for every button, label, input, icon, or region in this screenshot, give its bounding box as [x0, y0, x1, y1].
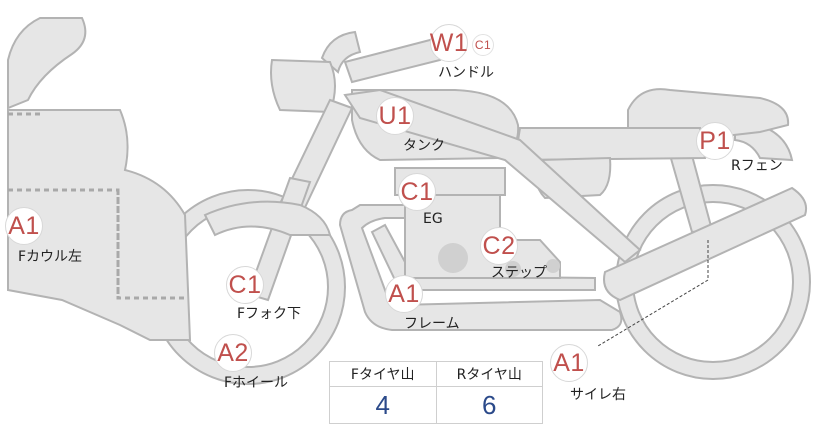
marker-a1-frame-badge[interactable]: A1: [385, 275, 423, 313]
lower-frame: [338, 204, 623, 331]
rear-tread-header: Rタイヤ山: [435, 361, 543, 387]
marker-a1-cowl-badge[interactable]: A1: [5, 207, 43, 245]
marker-a1-frame-label: フレーム: [404, 316, 460, 332]
marker-a2-label: Fホイール: [224, 375, 289, 391]
handlebar: [320, 30, 362, 74]
step-mount-2: [546, 259, 560, 273]
marker-u1-badge[interactable]: U1: [376, 97, 414, 135]
marker-a2-badge[interactable]: A2: [214, 334, 252, 372]
marker-a1-muffler-label: サイレ右: [570, 387, 626, 403]
muffler: [603, 186, 808, 302]
front-tread-value: 4: [329, 386, 437, 424]
marker-c1-fork-badge[interactable]: C1: [226, 266, 264, 304]
marker-w1-label: ハンドル: [438, 65, 494, 81]
step-mount: [505, 261, 521, 277]
marker-c1-fork-label: Fフォク下: [237, 306, 302, 322]
front-cowl-body: [7, 109, 192, 341]
front-tread-header: Fタイヤ山: [329, 361, 437, 387]
muffler-leader-line: [597, 240, 709, 347]
marker-w1-sub-badge[interactable]: C1: [472, 34, 494, 56]
marker-c1-eg-label: EG: [423, 211, 443, 227]
marker-w1-badge[interactable]: W1: [430, 24, 468, 62]
marker-a1-cowl-label: Fカウル左: [18, 249, 83, 265]
marker-c2-badge[interactable]: C2: [480, 227, 518, 265]
engine-case: [438, 243, 468, 273]
marker-p1-badge[interactable]: P1: [696, 122, 734, 160]
tire-tread-table: Fタイヤ山 Rタイヤ山 4 6: [329, 361, 543, 424]
marker-c1-eg-badge[interactable]: C1: [398, 173, 436, 211]
rear-tread-value: 6: [435, 386, 543, 424]
front-cowl: [7, 17, 87, 110]
marker-u1-label: タンク: [403, 138, 445, 154]
marker-a1-muffler-badge[interactable]: A1: [550, 344, 588, 382]
front-fender: [203, 200, 332, 237]
headlight: [270, 58, 336, 114]
marker-p1-label: Rフェン: [731, 158, 783, 174]
marker-c2-label: ステップ: [491, 265, 547, 281]
seat-base: [513, 127, 707, 162]
